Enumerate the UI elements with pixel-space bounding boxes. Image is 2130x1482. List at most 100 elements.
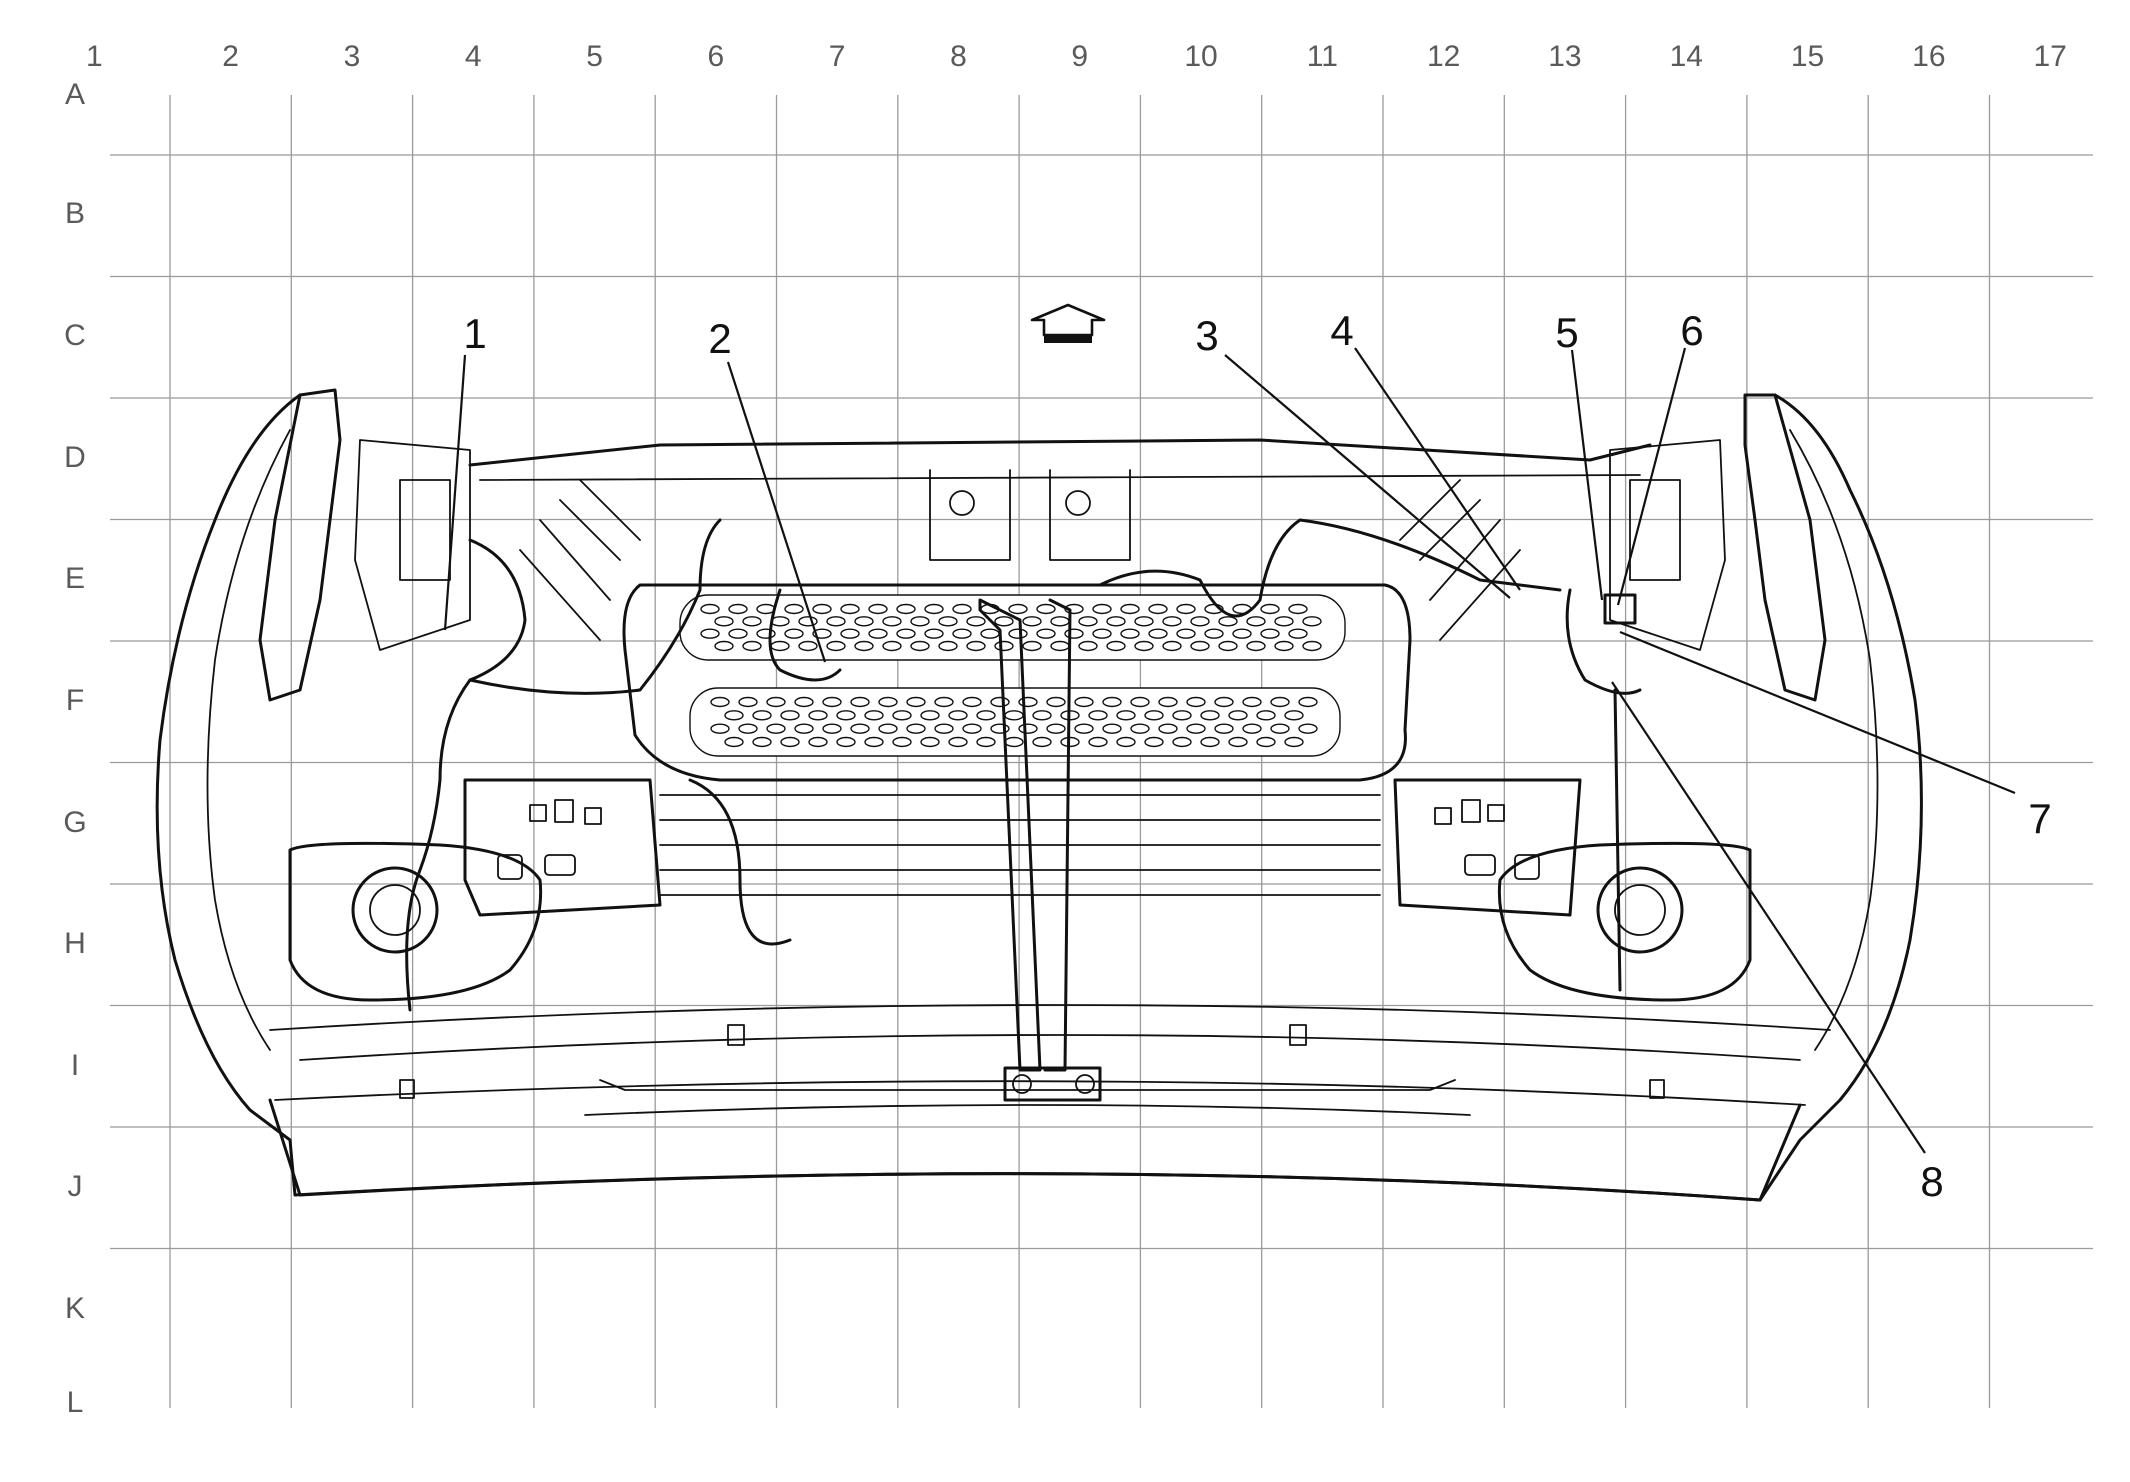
grille-mesh-hole <box>812 603 832 615</box>
grille-mesh-hole <box>714 616 734 627</box>
grille-mesh-hole <box>882 640 902 652</box>
leader-5 <box>1570 349 1604 601</box>
grille-mesh-hole <box>906 723 926 734</box>
grille-mesh-hole <box>1190 616 1210 627</box>
grille-mesh-hole <box>808 710 828 721</box>
grille-mesh-hole <box>1158 696 1178 708</box>
grille-mesh-hole <box>854 640 874 652</box>
left-harness-run <box>405 538 527 1012</box>
left-harness-to-grille <box>468 518 722 695</box>
grille-mesh-hole <box>1102 696 1122 708</box>
grille-mesh-hole <box>840 628 860 639</box>
grille-mesh-hole <box>836 736 856 748</box>
lower-bumper-rail <box>269 1004 1831 1061</box>
grille-mesh-hole <box>1050 616 1070 627</box>
radiator-support-lower-edge <box>479 474 1641 481</box>
callout-1: 1 <box>463 310 486 357</box>
leader-6 <box>1616 347 1687 606</box>
right-bumper-bracket <box>1393 778 1582 917</box>
grille-mesh-hole <box>1050 640 1070 652</box>
grille-mesh-hole <box>1008 603 1028 615</box>
grille-mesh-hole <box>724 736 744 748</box>
left-fan-shroud <box>519 479 641 641</box>
grille-mesh-hole <box>1088 710 1108 721</box>
grille-mesh-hole <box>920 736 940 748</box>
grille-mesh-hole <box>1116 736 1136 748</box>
grille-mesh-hole <box>990 696 1010 708</box>
grille-mesh-hole <box>854 616 874 627</box>
grid-row-label: I <box>71 1049 79 1082</box>
grille-mesh-hole <box>724 710 744 721</box>
grille-mesh-hole <box>780 736 800 748</box>
grid-row-label: L <box>67 1386 84 1419</box>
center-support-bar <box>978 598 1072 1072</box>
grille-mesh-hole <box>1270 696 1290 708</box>
grid-row-label: H <box>64 927 86 960</box>
grille-mesh-hole <box>910 640 930 652</box>
grille-mesh-hole <box>868 628 888 639</box>
grille-mesh-hole <box>1078 640 1098 652</box>
grille-mesh-hole <box>1274 616 1294 627</box>
grid-column-label: 8 <box>950 40 967 73</box>
grille-mesh-hole <box>990 723 1010 734</box>
grille-mesh-hole <box>1242 723 1262 734</box>
right-harness-run <box>1098 518 1562 618</box>
grille-mesh-hole <box>1172 710 1192 721</box>
grille-mesh-hole <box>906 696 926 708</box>
grille-mesh-hole <box>994 616 1014 627</box>
grid-column-label: 4 <box>465 40 482 73</box>
grille-mesh-hole <box>1032 710 1052 721</box>
grid-column-label: 2 <box>222 40 239 73</box>
grille-mesh-hole <box>1246 616 1266 627</box>
grille-mesh-hole <box>1092 603 1112 615</box>
grille-mesh-hole <box>752 736 772 748</box>
grille-mesh-hole <box>1242 696 1262 708</box>
grille-mesh-hole <box>1078 616 1098 627</box>
grille-mesh-hole <box>864 736 884 748</box>
grille-mesh-hole <box>1018 723 1038 734</box>
grille-mesh-hole <box>1120 628 1140 639</box>
grille-mesh-hole <box>1148 628 1168 639</box>
grille-surround <box>622 583 1412 782</box>
callout-leaders <box>443 347 2016 1154</box>
grid-column-label: 11 <box>1307 40 1338 73</box>
grille-mesh-hole <box>1284 710 1304 721</box>
grille-mesh-hole <box>756 628 776 639</box>
grille-mesh-hole <box>980 628 1000 639</box>
fascia-inner-contour-right <box>1789 429 1879 1051</box>
callout-labels: 1 2 3 4 5 6 7 8 <box>463 307 2051 1205</box>
right-harness-drop <box>1565 588 1642 992</box>
grille-mesh-hole <box>920 710 940 721</box>
grille-mesh-hole <box>710 696 730 708</box>
right-headlamp-internals <box>1609 439 1726 651</box>
callout-8: 8 <box>1920 1158 1943 1205</box>
grid-column-label: 7 <box>829 40 846 73</box>
grille-mesh-hole <box>1270 723 1290 734</box>
grille-mesh-hole <box>966 616 986 627</box>
leader-1 <box>443 354 467 631</box>
grille-mesh-hole <box>1162 640 1182 652</box>
grille-mesh-hole <box>1116 710 1136 721</box>
grille-mesh-hole <box>1036 628 1056 639</box>
grille-mesh-hole <box>1004 736 1024 748</box>
grille-mesh-hole <box>1298 696 1318 708</box>
left-fog-lamp-bezel <box>288 841 543 1002</box>
grille-mesh-hole <box>1186 696 1206 708</box>
grille-mesh-hole <box>878 696 898 708</box>
grille-mesh-hole <box>868 603 888 615</box>
grille-mesh-hole <box>1022 616 1042 627</box>
callout-3: 3 <box>1195 312 1218 359</box>
grille-mesh-hole <box>728 628 748 639</box>
grille-mesh-hole <box>952 603 972 615</box>
tow-hook-plate <box>1003 1066 1102 1102</box>
latch-fastener-right <box>1065 490 1091 516</box>
grille-mesh-hole <box>962 696 982 708</box>
grille-mesh-hole <box>836 710 856 721</box>
callout-2: 2 <box>708 315 731 362</box>
grille-mesh-hole <box>1046 696 1066 708</box>
grille-mesh-hole <box>976 736 996 748</box>
left-headlamp-assembly <box>258 388 342 702</box>
grille-mesh-hole <box>1092 628 1112 639</box>
grille-mesh-hole <box>892 736 912 748</box>
